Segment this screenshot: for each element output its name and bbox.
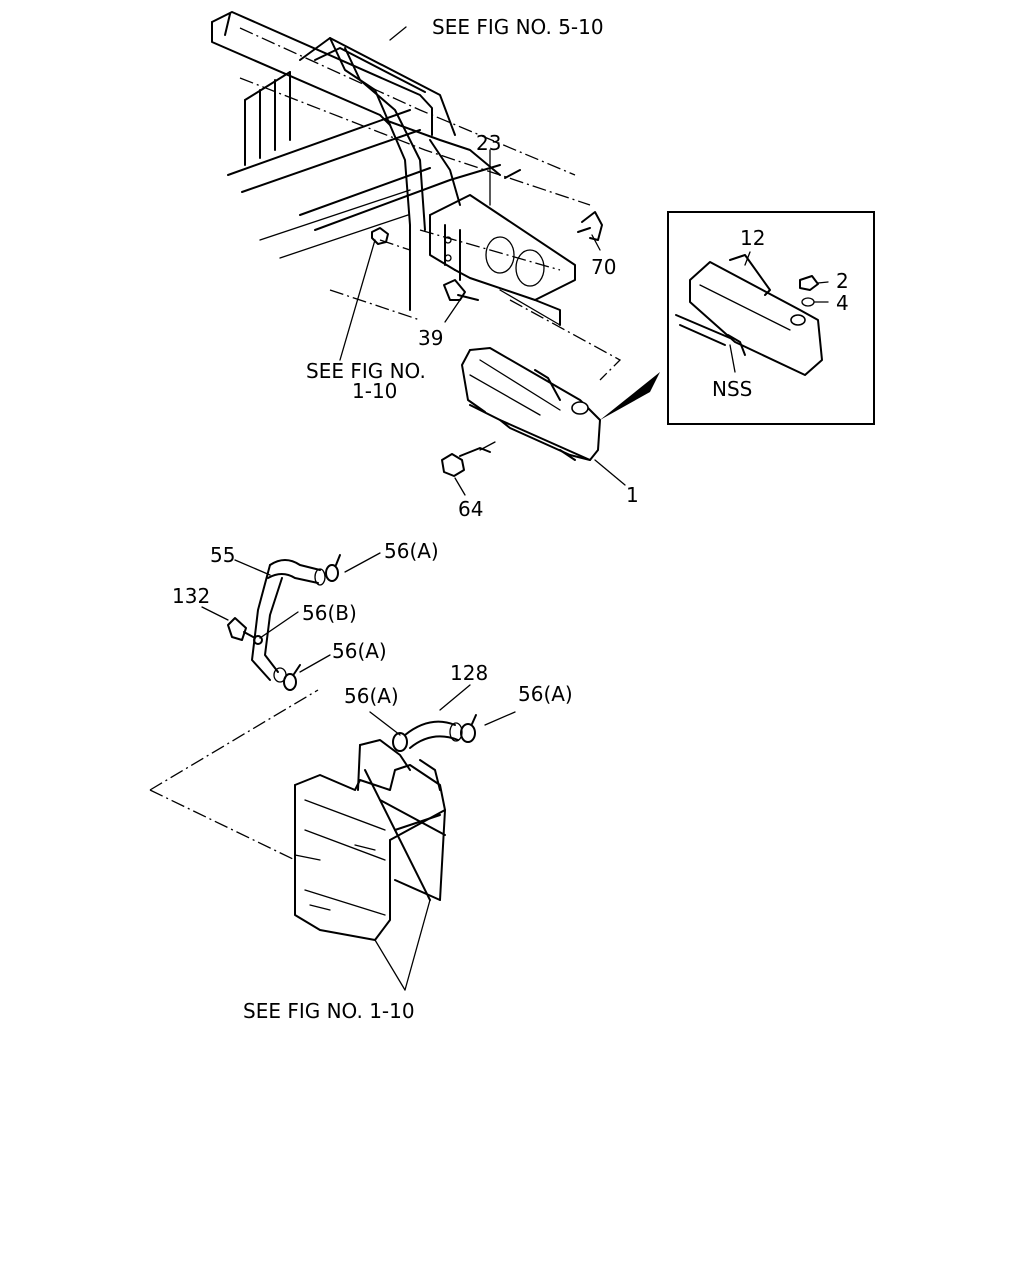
label-see-fig-5-10: SEE FIG NO. 5-10 [432,15,604,39]
label-part-132: 132 [172,584,210,608]
label-part-12: 12 [740,226,765,250]
labels: SEE FIG NO. 5-10 23 70 39 SEE FIG NO. 1-… [172,15,849,1023]
label-part-56a-4: 56(A) [518,682,573,706]
label-part-56a-1: 56(A) [384,539,439,563]
label-part-56b: 56(B) [302,601,357,625]
radiator [294,739,446,941]
label-nss: NSS [712,377,752,401]
inset-box [667,211,875,425]
inset-pointer [600,372,660,420]
label-part-39: 39 [418,326,443,350]
label-part-1: 1 [626,483,639,507]
label-part-70: 70 [591,255,616,279]
label-see-fig-1-10-top-line1: SEE FIG NO. [306,359,426,383]
label-part-56a-2: 56(A) [332,639,387,663]
label-part-4: 4 [836,291,849,315]
label-see-fig-1-10-top-line2: 1-10 [352,379,397,403]
fitting-132 [227,617,256,641]
frame-crossmember [211,11,521,311]
label-part-128: 128 [450,661,488,685]
label-part-55: 55 [210,543,235,567]
reservoir-tank-1 [461,347,601,461]
bracket-23 [429,194,576,326]
label-part-64: 64 [458,497,483,521]
clip-70 [577,211,603,241]
label-see-fig-1-10-bottom: SEE FIG NO. 1-10 [243,999,415,1023]
bolt-64 [441,441,496,477]
nut-small [371,227,389,245]
leader-lines [201,26,829,991]
centerlines [149,27,591,861]
bolt-39 [443,279,479,301]
hose-55 [251,559,326,683]
label-part-23: 23 [476,131,501,155]
hose-128 [404,720,463,749]
clamps-56 [253,554,477,752]
label-part-56a-3: 56(A) [344,684,399,708]
label-part-2: 2 [836,269,849,293]
